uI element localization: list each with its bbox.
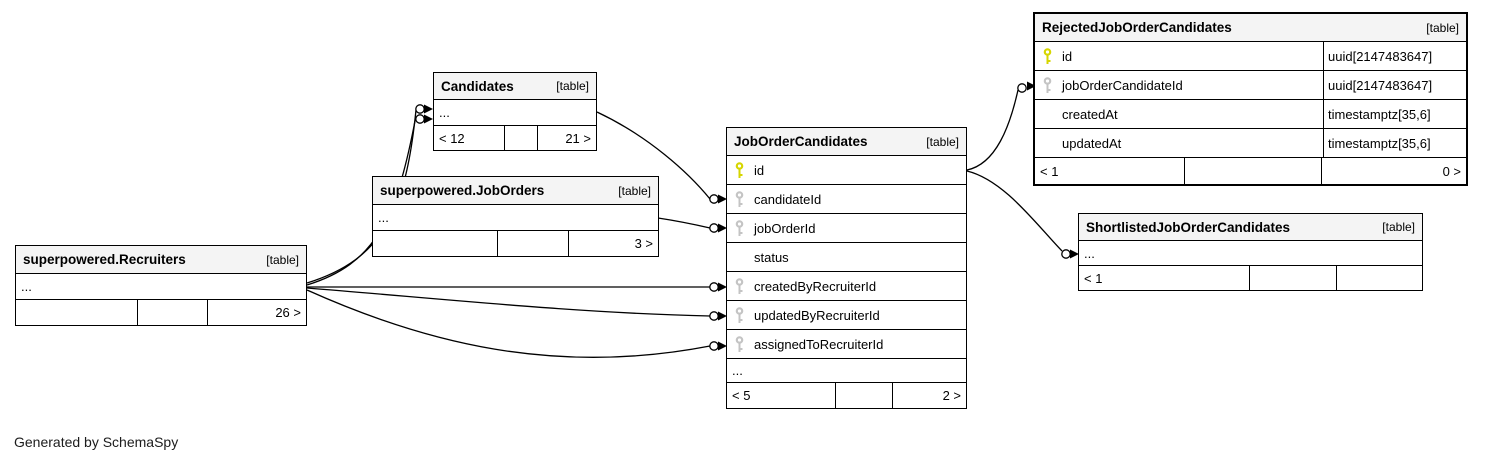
table-type-badge: [table] — [556, 79, 589, 93]
table-title[interactable]: JobOrderCandidates — [734, 134, 868, 149]
table-type-badge: [table] — [618, 183, 651, 198]
column-type: timestamptz[35,6] — [1323, 129, 1466, 157]
table-footer: 3 > — [373, 231, 658, 256]
column-row-assignedtorecruiterid: assignedToRecruiterId — [727, 330, 966, 359]
column-name: createdAt — [1062, 106, 1118, 122]
column-name: candidateId — [754, 191, 822, 207]
column-row-jobordercandidateid: jobOrderCandidateId uuid[2147483647] — [1035, 71, 1466, 100]
column-name: status — [754, 249, 789, 265]
table-footer: < 1 0 > — [1035, 158, 1466, 184]
column-name: id — [1062, 48, 1073, 64]
column-row-createdbyrecruiterid: createdByRecruiterId — [727, 272, 966, 301]
table-joborders[interactable]: superpowered.JobOrders [table] ... 3 > — [372, 176, 659, 257]
table-jobordercandidates[interactable]: JobOrderCandidates [table] id candidateI… — [726, 127, 967, 409]
edge-joc-rejected — [966, 89, 1019, 171]
footer-cell-right: 3 > — [634, 236, 653, 251]
column-row-createdat: createdAt timestamptz[35,6] — [1035, 100, 1466, 129]
foreign-key-icon — [1041, 76, 1053, 94]
primary-key-icon — [1041, 47, 1053, 65]
table-header[interactable]: RejectedJobOrderCandidates [table] — [1035, 14, 1466, 42]
footer-cell-left: < 12 — [434, 126, 505, 150]
column-type: timestamptz[35,6] — [1323, 100, 1466, 128]
footer-cell-middle — [505, 126, 538, 150]
column-type: uuid[2147483647] — [1323, 71, 1466, 99]
column-row-updatedat: updatedAt timestamptz[35,6] — [1035, 129, 1466, 158]
table-rejectedjobordercandidates[interactable]: RejectedJobOrderCandidates [table] id uu… — [1033, 12, 1468, 186]
column-name: jobOrderId — [754, 220, 816, 236]
foreign-key-icon — [733, 277, 745, 295]
column-row-id: id — [727, 156, 966, 185]
edge-joborders-joc-joborderid — [657, 217, 711, 229]
column-name: id — [754, 162, 765, 178]
table-footer: 26 > — [16, 300, 306, 325]
footer-cell-left — [373, 231, 498, 256]
table-candidates[interactable]: Candidates [table] ... < 12 21 > — [433, 72, 597, 151]
foreign-key-icon — [733, 306, 745, 324]
footer-cell-right: 21 > — [565, 130, 591, 146]
collapsed-columns-row: ... — [727, 359, 966, 383]
table-header[interactable]: superpowered.JobOrders [table] — [373, 177, 658, 205]
edge-recruiters-joc-assignedto — [306, 289, 711, 358]
table-type-badge: [table] — [266, 252, 299, 267]
table-title[interactable]: superpowered.Recruiters — [23, 252, 186, 267]
footer-cell-middle — [1185, 158, 1322, 184]
collapsed-columns-row: ... — [16, 274, 306, 300]
column-row-status: status — [727, 243, 966, 272]
table-title[interactable]: RejectedJobOrderCandidates — [1042, 20, 1232, 35]
footer-cell-left: < 5 — [727, 383, 836, 408]
column-row-candidateid: candidateId — [727, 185, 966, 214]
table-footer: < 1 — [1079, 266, 1422, 290]
footer-cell-right — [1337, 266, 1422, 290]
edge-candidates-joc-candidateid — [596, 111, 711, 200]
foreign-key-icon — [733, 219, 745, 237]
table-header[interactable]: Candidates [table] — [434, 73, 596, 100]
collapsed-columns-row: ... — [1079, 241, 1422, 266]
column-name: createdByRecruiterId — [754, 278, 877, 294]
column-name: jobOrderCandidateId — [1062, 77, 1183, 93]
footer-cell-right: 2 > — [942, 388, 961, 403]
table-title[interactable]: Candidates — [441, 78, 514, 94]
footer-cell-left — [16, 300, 138, 325]
footer-cell-middle — [498, 231, 569, 256]
foreign-key-icon — [733, 335, 745, 353]
connector-marker — [415, 81, 1079, 351]
table-footer: < 5 2 > — [727, 383, 966, 408]
table-title[interactable]: superpowered.JobOrders — [380, 183, 545, 198]
footer-cell-right: 0 > — [1442, 163, 1461, 179]
collapsed-columns-row: ... — [373, 205, 658, 231]
footer-cell-left: < 1 — [1079, 266, 1250, 290]
column-row-updatedbyrecruiterid: updatedByRecruiterId — [727, 301, 966, 330]
table-header[interactable]: ShortlistedJobOrderCandidates [table] — [1079, 214, 1422, 241]
column-row-joborderid: jobOrderId — [727, 214, 966, 243]
footer-cell-middle — [836, 383, 893, 408]
collapsed-columns-row: ... — [434, 100, 596, 126]
table-shortlistedjobordercandidates[interactable]: ShortlistedJobOrderCandidates [table] ..… — [1078, 213, 1423, 291]
footer-cell-middle — [1250, 266, 1337, 290]
column-name: updatedAt — [1062, 135, 1122, 151]
edge-joc-shortlisted — [966, 170, 1063, 252]
foreign-key-icon — [733, 190, 745, 208]
table-recruiters[interactable]: superpowered.Recruiters [table] ... 26 > — [15, 245, 307, 326]
footer-cell-right: 26 > — [275, 305, 301, 320]
table-title[interactable]: ShortlistedJobOrderCandidates — [1086, 219, 1291, 235]
table-header[interactable]: JobOrderCandidates [table] — [727, 128, 966, 156]
column-row-id: id uuid[2147483647] — [1035, 42, 1466, 71]
column-name: assignedToRecruiterId — [754, 336, 884, 352]
generator-note: Generated by SchemaSpy — [14, 434, 179, 450]
column-type: uuid[2147483647] — [1323, 42, 1466, 70]
primary-key-icon — [733, 161, 745, 179]
table-type-badge: [table] — [926, 134, 959, 149]
footer-cell-left: < 1 — [1035, 158, 1185, 184]
table-header[interactable]: superpowered.Recruiters [table] — [16, 246, 306, 274]
edge-recruiters-joc-updatedby — [306, 287, 711, 317]
table-type-badge: [table] — [1426, 20, 1459, 35]
table-type-badge: [table] — [1382, 220, 1415, 234]
table-footer: < 12 21 > — [434, 126, 596, 150]
column-name: updatedByRecruiterId — [754, 307, 880, 323]
footer-cell-middle — [138, 300, 208, 325]
